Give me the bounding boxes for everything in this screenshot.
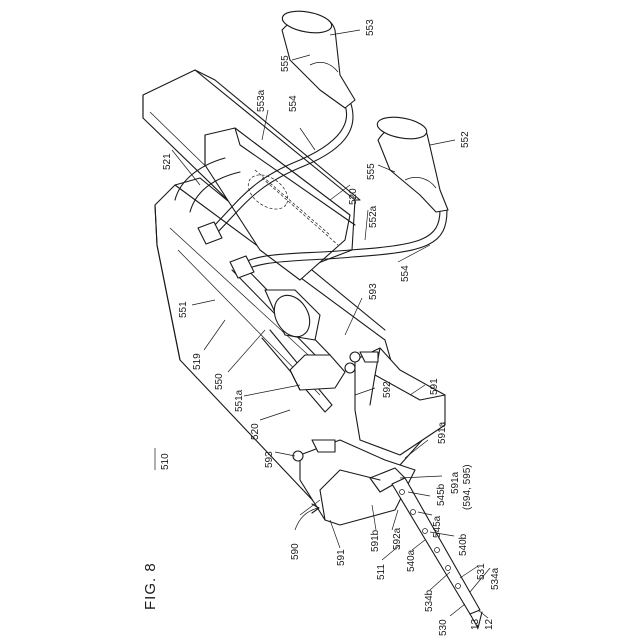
label-593-left: 593: [264, 451, 275, 468]
label-551a: 551a: [234, 389, 245, 412]
arrow-590: [295, 504, 319, 530]
label-550: 550: [214, 373, 225, 390]
label-545a: 545a: [432, 515, 443, 538]
label-593-right: 593: [368, 283, 379, 300]
assembly-ref-label: 510: [160, 453, 171, 470]
label-12: 12: [484, 618, 495, 630]
label-531: 531: [476, 563, 487, 580]
front-block-591: [350, 348, 445, 455]
label-511: 511: [376, 564, 387, 580]
label-554-right: 554: [400, 265, 411, 282]
label-534a: 534a: [490, 567, 501, 590]
label-594-595: (594, 595): [462, 464, 473, 510]
label-540b: 540b: [458, 533, 469, 556]
label-534b: 534b: [424, 589, 435, 612]
label-540a: 540a: [406, 549, 417, 572]
label-590: 590: [290, 543, 301, 560]
label-519: 519: [192, 353, 203, 370]
label-520-left: 520: [250, 423, 261, 440]
label-591-right: 591: [429, 378, 440, 395]
label-553a: 553a: [256, 89, 267, 112]
label-591a-mid: 591a: [450, 471, 461, 494]
label-555-right: 555: [366, 163, 377, 180]
label-552: 552: [460, 131, 471, 148]
label-552a: 552a: [368, 205, 379, 228]
label-520-top: 520: [348, 188, 359, 205]
label-591b: 591b: [370, 529, 381, 552]
label-13: 13: [470, 618, 481, 630]
label-553: 553: [365, 19, 376, 36]
label-591a-top: 591a: [437, 421, 448, 444]
label-592a: 592a: [392, 527, 403, 550]
label-591-bottom: 591: [336, 549, 347, 566]
label-521: 521: [162, 153, 173, 170]
label-554-top: 554: [288, 95, 299, 112]
label-592: 592: [382, 381, 393, 398]
label-551: 551: [178, 301, 189, 318]
label-555-top: 555: [280, 55, 291, 72]
figure-title: FIG. 8: [142, 562, 159, 610]
label-530: 530: [438, 619, 449, 636]
label-545b: 545b: [436, 483, 447, 506]
